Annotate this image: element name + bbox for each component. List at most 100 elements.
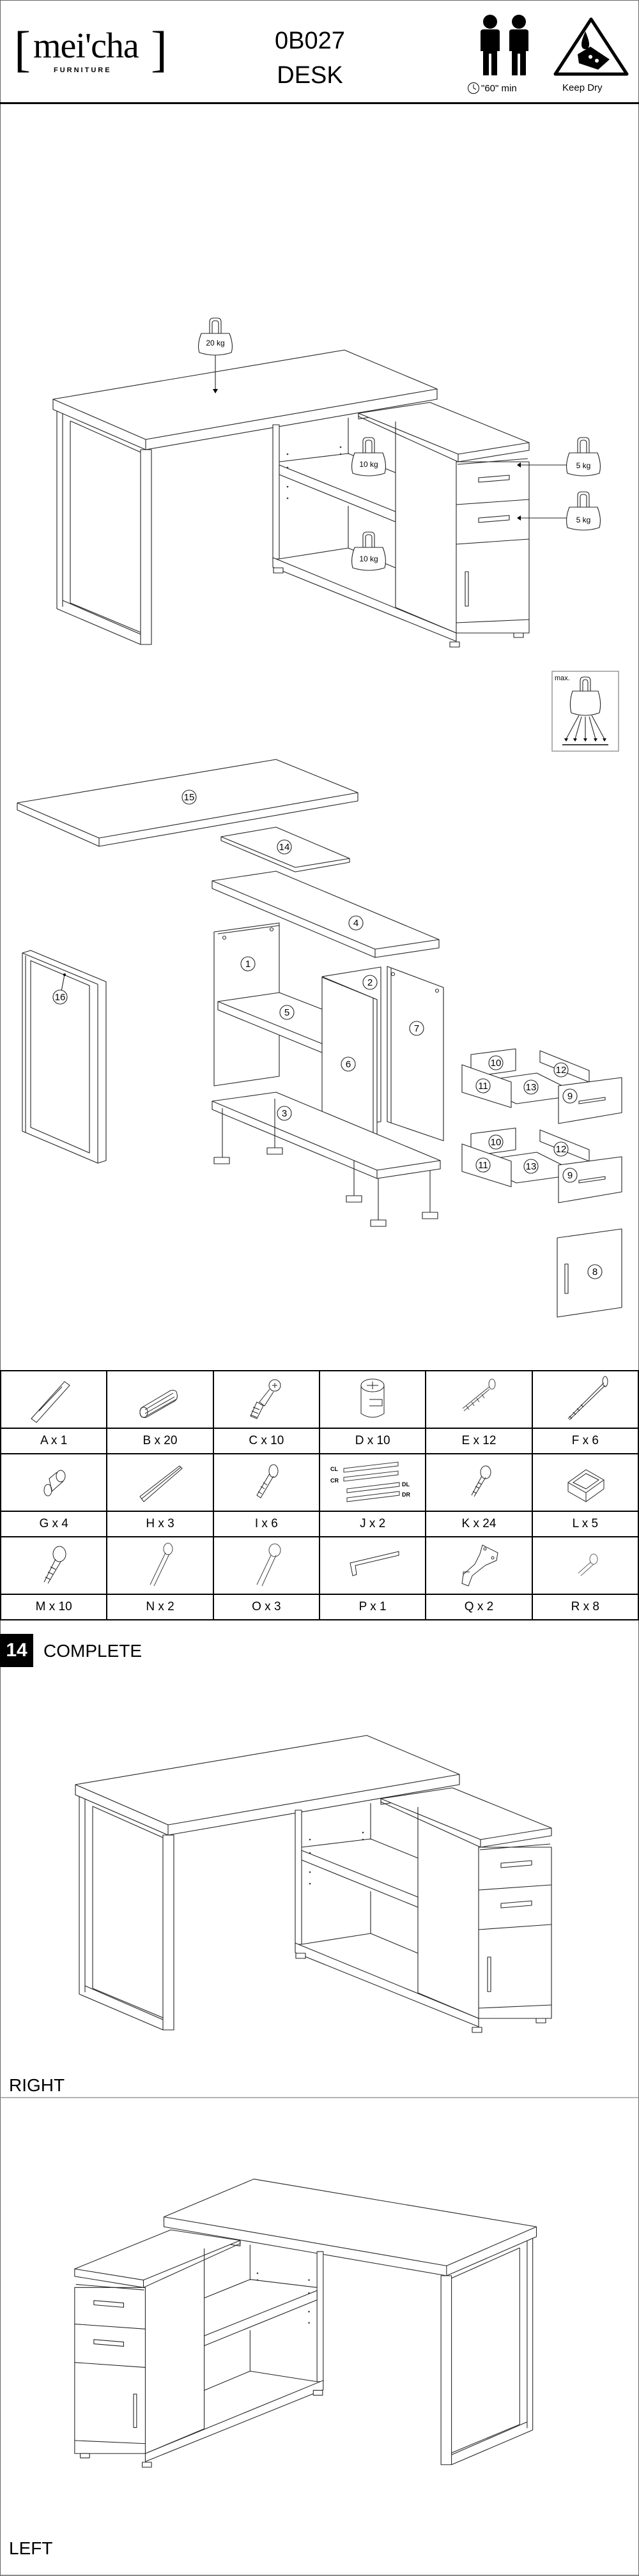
hardware-o-image xyxy=(212,1536,320,1595)
part-label-7: 7 xyxy=(409,1021,424,1036)
desk-left-configuration xyxy=(74,2179,537,2468)
hardware-p-label: P x 1 xyxy=(318,1594,427,1620)
brand-logo: [ mei'cha FURNITURE ] xyxy=(14,21,167,82)
wood-dowel-icon xyxy=(139,1390,178,1418)
hardware-h-image xyxy=(106,1453,214,1512)
weight-5kg-icon: 5 kg xyxy=(566,491,601,531)
hardware-n-label: N x 2 xyxy=(106,1594,214,1620)
svg-text:9: 9 xyxy=(567,1170,573,1181)
hardware-m-image xyxy=(0,1536,108,1595)
desk-right-configuration xyxy=(75,1735,552,2033)
assembly-time: "60" min xyxy=(481,83,517,94)
hardware-e-image xyxy=(425,1370,533,1429)
svg-text:11: 11 xyxy=(478,1160,488,1171)
hardware-e-label: E x 12 xyxy=(425,1428,533,1454)
svg-text:1: 1 xyxy=(245,959,250,970)
plastic-anchor-icon xyxy=(31,1381,70,1423)
hinge-icon xyxy=(461,1544,499,1587)
hardware-c-label: C x 10 xyxy=(212,1428,320,1454)
header-divider xyxy=(0,102,639,104)
hardware-b-image xyxy=(106,1370,214,1429)
weight-10kg-icon: 10 kg xyxy=(351,531,387,571)
handle-bar-icon xyxy=(139,1465,183,1502)
part-label-8: 8 xyxy=(587,1264,603,1279)
slide-dl-label: DL xyxy=(402,1481,410,1488)
svg-text:16: 16 xyxy=(55,992,66,1003)
hardware-q-image xyxy=(425,1536,533,1595)
part-7-side-panel xyxy=(387,966,444,1141)
svg-text:14: 14 xyxy=(279,842,290,853)
svg-text:10: 10 xyxy=(491,1058,502,1069)
hardware-p-image xyxy=(318,1536,427,1595)
max-load-distribution-icon: max. xyxy=(551,671,619,752)
weight-shelf-lower-label: 10 kg xyxy=(359,554,378,563)
exploded-parts-diagram: 15 14 4 1 2 5 7 6 3 16 10 12 11 13 9 10 … xyxy=(17,759,622,1318)
wood-screw-icon xyxy=(463,1378,496,1412)
long-screw-icon xyxy=(567,1376,608,1421)
hardware-f-image xyxy=(531,1370,639,1429)
hardware-g-label: G x 4 xyxy=(0,1511,108,1537)
pan-head-screw-icon xyxy=(43,1546,66,1584)
svg-text:13: 13 xyxy=(526,1161,537,1172)
weight-drawer-upper-label: 5 kg xyxy=(576,461,591,470)
logo-subtitle: FURNITURE xyxy=(54,66,112,74)
weight-20kg-icon: 20 kg xyxy=(197,317,233,356)
part-label-12: 12 xyxy=(553,1062,569,1078)
part-label-14: 14 xyxy=(277,839,292,855)
part-16-leg-frame xyxy=(22,950,107,1164)
hardware-m-label: M x 10 xyxy=(0,1594,108,1620)
hardware-parts-table: A x 1 B x 20 C x 10 D x 10 E x 12 F x 6 … xyxy=(0,1370,639,1620)
slide-dr-label: DR xyxy=(402,1491,410,1498)
hardware-i-image xyxy=(212,1453,320,1512)
part-label-10: 10 xyxy=(488,1134,504,1150)
model-number: 0B027 xyxy=(275,27,345,54)
hardware-f-label: F x 6 xyxy=(531,1428,639,1454)
hardware-d-image xyxy=(318,1370,427,1429)
weight-10kg-icon: 10 kg xyxy=(351,437,387,476)
part-label-2: 2 xyxy=(362,975,378,990)
weight-5kg-icon: 5 kg xyxy=(566,437,601,476)
hardware-r-label: R x 8 xyxy=(531,1594,639,1620)
slide-cl-label: CL xyxy=(330,1466,338,1472)
right-view-label: RIGHT xyxy=(9,2075,65,2095)
keep-dry-label: Keep Dry xyxy=(562,82,603,93)
hardware-q-label: Q x 2 xyxy=(425,1594,533,1620)
leveling-foot-icon xyxy=(567,1469,604,1502)
hardware-g-image xyxy=(0,1453,108,1512)
machine-screw-icon xyxy=(256,1464,279,1498)
keep-dry-icon xyxy=(553,17,629,76)
step-number-badge: 14 xyxy=(0,1634,33,1667)
part-label-11: 11 xyxy=(475,1078,491,1094)
part-label-10: 10 xyxy=(488,1055,504,1071)
hardware-l-label: L x 5 xyxy=(531,1511,639,1537)
part-label-5: 5 xyxy=(279,1005,295,1020)
svg-text:6: 6 xyxy=(346,1059,351,1070)
part-label-4: 4 xyxy=(348,915,364,931)
weight-shelf-upper-label: 10 kg xyxy=(359,460,378,469)
step-title: COMPLETE xyxy=(43,1641,142,1661)
hardware-k-label: K x 24 xyxy=(425,1511,533,1537)
part-label-6: 6 xyxy=(341,1056,356,1072)
logo-bracket-right: ] xyxy=(151,21,167,77)
short-screw-icon xyxy=(472,1465,491,1497)
hardware-o-label: O x 3 xyxy=(212,1594,320,1620)
hardware-b-label: B x 20 xyxy=(106,1428,214,1454)
svg-text:5: 5 xyxy=(284,1007,289,1018)
clock-icon xyxy=(468,82,479,94)
slide-cr-label: CR xyxy=(330,1477,339,1484)
cam-lock-icon xyxy=(360,1378,385,1418)
tiny-screw-icon xyxy=(578,1553,598,1576)
svg-text:2: 2 xyxy=(367,977,373,988)
svg-text:10: 10 xyxy=(491,1137,502,1148)
hardware-n-image xyxy=(106,1536,214,1595)
allen-key-icon xyxy=(350,1551,399,1576)
logo-wordmark: mei'cha xyxy=(33,26,139,66)
part-label-12: 12 xyxy=(553,1141,569,1157)
leveling-feet xyxy=(213,1099,438,1227)
hardware-i-label: I x 6 xyxy=(212,1511,320,1537)
svg-text:12: 12 xyxy=(556,1065,567,1076)
flat-bolt-icon xyxy=(256,1543,281,1587)
svg-text:13: 13 xyxy=(526,1082,537,1093)
svg-text:9: 9 xyxy=(567,1091,573,1102)
